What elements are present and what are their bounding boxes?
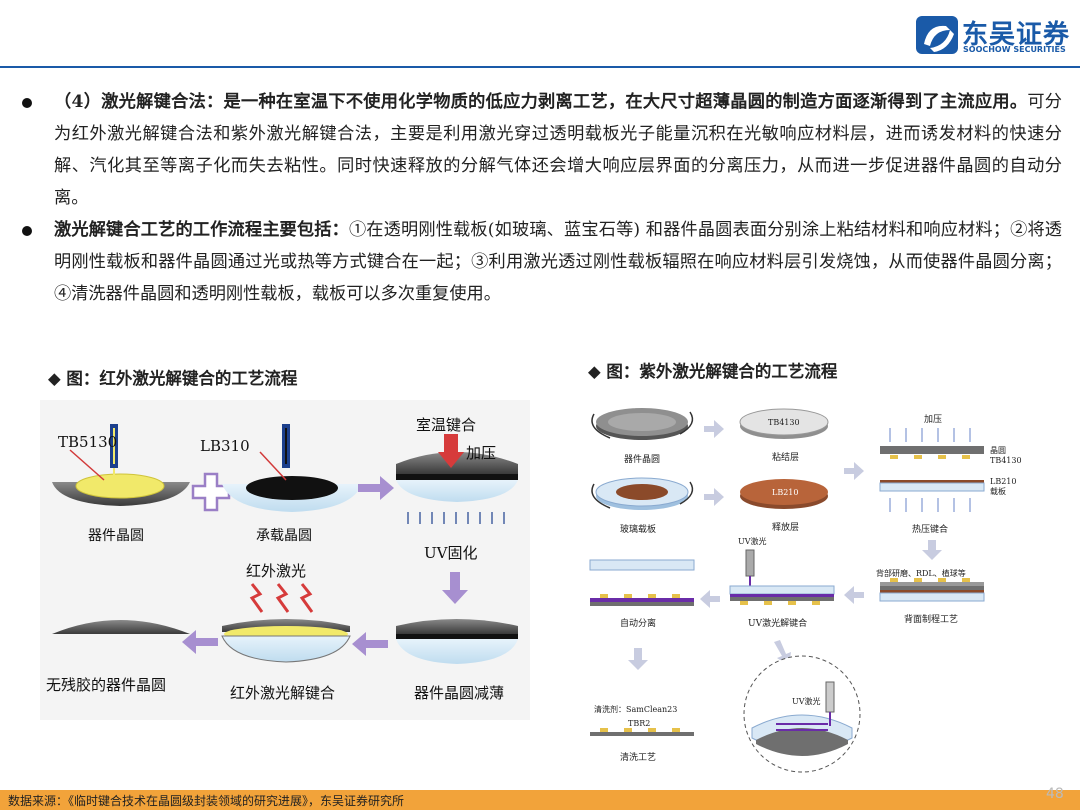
label-auto-sep: 自动分离 bbox=[620, 617, 656, 629]
label-tb4130: TB4130 bbox=[768, 418, 800, 427]
label-uv-laser: UV激光 bbox=[738, 536, 767, 546]
label-ir-laser: 红外激光 bbox=[246, 562, 306, 580]
bullet-paragraph-1: （4）激光解键合法：是一种在室温下不使用化学物质的低应力剥离工艺，在大尺寸超薄晶… bbox=[22, 86, 1062, 214]
footer-bar: 数据来源：《临时键合技术在晶圆级封装领域的研究进展》，东吴证券研究所 bbox=[0, 790, 1080, 810]
arrow-right-icon bbox=[844, 462, 864, 480]
company-logo: 东吴证券 SOOCHOW SECURITIES bbox=[916, 14, 1076, 62]
hot-press-bond-graphic bbox=[879, 428, 985, 512]
ir-debond-graphic bbox=[221, 583, 351, 663]
release-layer-graphic bbox=[740, 479, 828, 509]
arrow-down-icon bbox=[922, 540, 942, 560]
arrow-right-icon bbox=[704, 420, 724, 438]
wafer-thinning-graphic bbox=[396, 619, 518, 664]
label-cleaner: 清洗剂：SamClean23 bbox=[594, 704, 677, 714]
paragraph-1-bold: （4）激光解键合法：是一种在室温下不使用化学物质的低应力剥离工艺，在大尺寸超薄晶… bbox=[54, 92, 1028, 112]
arrow-left-icon bbox=[844, 586, 864, 604]
figure-left-title: ◆ 图：红外激光解键合的工艺流程 bbox=[48, 369, 298, 388]
soochow-logo-icon bbox=[916, 16, 958, 54]
device-wafer-graphic bbox=[52, 424, 190, 506]
label-back-process: 背面制程工艺 bbox=[904, 613, 958, 625]
room-temp-bond-graphic bbox=[396, 434, 518, 524]
label-carrier: 载板 bbox=[990, 486, 1006, 496]
carrier-wafer-graphic bbox=[222, 424, 362, 512]
label-tbr2: TBR2 bbox=[628, 719, 650, 728]
bullet-dot bbox=[22, 226, 32, 236]
label-thinning: 器件晶圆减薄 bbox=[414, 684, 504, 702]
label-lb210: LB210 bbox=[772, 488, 798, 497]
label-clean-process: 清洗工艺 bbox=[620, 751, 656, 763]
paragraph-2-text: ①在透明刚性载板(如玻璃、蓝宝石等) 和器件晶圆表面分别涂上粘结材料和响应材料；… bbox=[54, 220, 1062, 304]
figure-right-title: ◆ 图：紫外激光解键合的工艺流程 bbox=[588, 362, 838, 381]
clean-device-wafer-graphic bbox=[52, 620, 190, 634]
bullet-paragraph-2: 激光解键合工艺的工作流程主要包括：①在透明刚性载板(如玻璃、蓝宝石等) 和器件晶… bbox=[22, 214, 1062, 310]
arrow-left-icon bbox=[700, 590, 720, 608]
arrow-down-icon bbox=[628, 648, 648, 670]
device-wafer-spin-graphic bbox=[591, 408, 694, 440]
uv-laser-zoom-graphic bbox=[743, 655, 861, 773]
arrow-left-icon bbox=[352, 632, 388, 656]
paragraph-2-bold: 激光解键合工艺的工作流程主要包括： bbox=[54, 220, 349, 240]
auto-separation-graphic bbox=[589, 559, 695, 606]
cleaning-graphic bbox=[590, 728, 694, 736]
arrow-right-icon bbox=[358, 476, 394, 500]
label-carrier-wafer: 承载晶圆 bbox=[256, 528, 312, 544]
label-tb4130-2: TB4130 bbox=[990, 456, 1022, 465]
arrow-down-icon bbox=[442, 572, 468, 604]
label-no-residue: 无残胶的器件晶圆 bbox=[46, 676, 166, 694]
back-process-graphic bbox=[879, 578, 985, 602]
label-adhesive: 粘结层 bbox=[772, 451, 799, 463]
label-glass-carrier: 玻璃载板 bbox=[620, 523, 656, 535]
plus-icon bbox=[191, 472, 231, 512]
label-ir-debond: 红外激光解键合 bbox=[230, 684, 335, 702]
arrow-right-icon bbox=[704, 488, 724, 506]
bullet-dot bbox=[22, 98, 32, 108]
header-divider bbox=[0, 66, 1080, 68]
adhesive-layer-graphic bbox=[739, 408, 829, 439]
label-press: 加压 bbox=[466, 444, 496, 462]
ir-debond-process-figure: TB5130 器件晶圆 LB310 承载晶圆 室温键合 加压 UV固化 器件晶圆… bbox=[40, 400, 530, 720]
label-lb210-2: LB210 bbox=[990, 477, 1016, 486]
label-uv-cure: UV固化 bbox=[424, 544, 477, 562]
glass-carrier-graphic bbox=[591, 477, 694, 510]
header-bar: 东吴证券 SOOCHOW SECURITIES bbox=[0, 0, 1080, 70]
uv-debond-graphic bbox=[729, 549, 835, 605]
logo-text-cn: 东吴证券 bbox=[962, 20, 1071, 50]
label-backgrind: 背部研磨、RDL、植球等 bbox=[876, 568, 966, 578]
label-room-temp-bond: 室温键合 bbox=[416, 416, 476, 434]
label-release-layer: 释放层 bbox=[772, 521, 799, 533]
label-device-wafer: 器件晶圆 bbox=[624, 453, 660, 465]
label-uv-laser-zoom: UV激光 bbox=[792, 696, 821, 706]
label-press: 加压 bbox=[924, 414, 942, 425]
label-wafer: 晶圆 bbox=[990, 446, 1006, 455]
logo-text-en: SOOCHOW SECURITIES bbox=[963, 45, 1066, 54]
label-uv-debond: UV激光解键合 bbox=[748, 617, 807, 629]
arrow-left-icon bbox=[182, 630, 218, 654]
label-lb310: LB310 bbox=[200, 437, 250, 455]
label-device-wafer: 器件晶圆 bbox=[88, 528, 144, 544]
source-note: 数据来源：《临时键合技术在晶圆级封装领域的研究进展》，东吴证券研究所 bbox=[8, 794, 405, 808]
label-hot-press: 热压键合 bbox=[912, 523, 948, 535]
label-tb5130: TB5130 bbox=[58, 433, 117, 451]
paragraph-1-text: 可分为红外激光解键合法和紫外激光解键合法，主要是利用激光穿过透明载板光子能量沉积… bbox=[54, 92, 1062, 208]
page-number: 48 bbox=[1046, 786, 1064, 802]
